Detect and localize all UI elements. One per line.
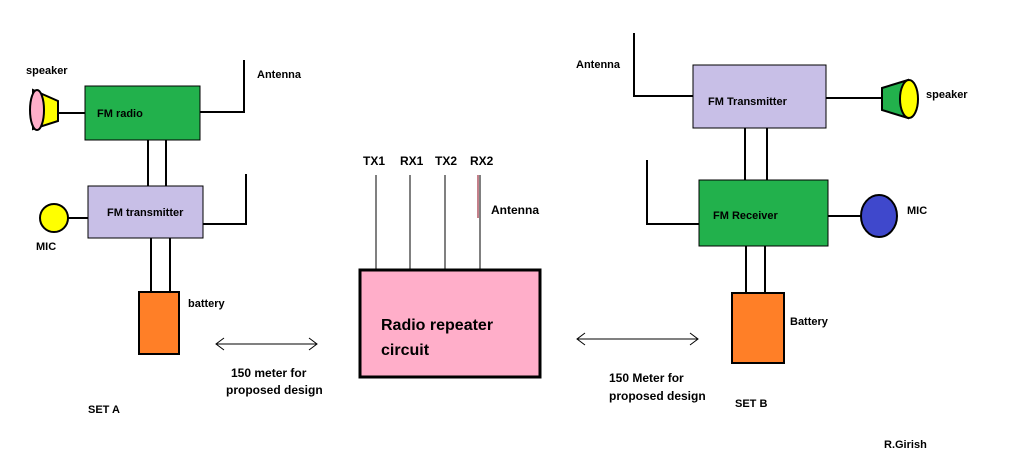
speaker-a-icon xyxy=(29,88,59,131)
repeater: TX1 RX1 TX2 RX2 Antenna Radio repeater c… xyxy=(358,154,542,379)
set-b-label: SET B xyxy=(735,398,767,410)
distance-right-line1: 150 Meter for xyxy=(609,371,684,385)
mic-b-icon xyxy=(860,194,898,238)
set-a-label: SET A xyxy=(88,404,120,416)
port-label-rx2: RX2 xyxy=(470,154,494,168)
battery-b-label: Battery xyxy=(790,316,829,328)
speaker-b-label: speaker xyxy=(926,89,968,101)
author-label: R.Girish xyxy=(884,439,927,451)
antenna-b2-wire xyxy=(646,160,699,225)
battery-a-block xyxy=(138,291,180,355)
fm-receiver-label: FM Receiver xyxy=(713,210,779,222)
distance-right-arrowhead-right xyxy=(689,332,699,346)
repeater-title-line1: Radio repeater xyxy=(381,317,493,334)
speaker-a-label: speaker xyxy=(26,65,68,77)
antenna-b-wire xyxy=(633,33,693,97)
antenna-a-label: Antenna xyxy=(257,69,302,81)
fm-receiver-block xyxy=(698,179,829,247)
antenna-a2-wire xyxy=(203,174,247,225)
distance-right-arrowhead-left xyxy=(576,332,586,346)
distance-left: 150 meter for proposed design xyxy=(215,337,323,397)
distance-left-arrowhead-right xyxy=(308,337,318,351)
distance-left-line2: proposed design xyxy=(226,383,323,397)
distance-left-line1: 150 meter for xyxy=(231,366,307,380)
fm-radio-label: FM radio xyxy=(97,108,143,120)
repeater-antenna-label: Antenna xyxy=(491,203,539,217)
distance-right: 150 Meter for proposed design xyxy=(576,332,706,403)
port-label-tx1: TX1 xyxy=(363,154,385,168)
repeater-title-line2: circuit xyxy=(381,342,430,359)
port-label-tx2: TX2 xyxy=(435,154,457,168)
fm-transmitter-a-label: FM transmitter xyxy=(107,207,184,219)
battery-b-block xyxy=(731,292,785,364)
mic-b-label: MIC xyxy=(907,205,927,217)
fm-transmitter-b-block xyxy=(692,64,827,129)
fm-radio-block xyxy=(84,85,201,141)
antenna-b-label: Antenna xyxy=(576,59,621,71)
mic-a-label: MIC xyxy=(36,241,56,253)
battery-a-label: battery xyxy=(188,298,226,310)
antenna-a-wire xyxy=(200,60,245,113)
distance-left-arrowhead-left xyxy=(215,337,225,351)
repeater-block xyxy=(358,268,542,379)
speaker-b-icon xyxy=(881,78,919,120)
mic-a-icon xyxy=(39,203,69,233)
distance-right-line2: proposed design xyxy=(609,389,706,403)
port-label-rx1: RX1 xyxy=(400,154,424,168)
set-b: Antenna FM Transmitter speaker FM Receiv… xyxy=(576,33,968,410)
fm-transmitter-a-block xyxy=(87,185,204,239)
fm-transmitter-b-label: FM Transmitter xyxy=(708,96,788,108)
set-a: speaker FM radio Antenna FM transmitter … xyxy=(26,60,302,416)
